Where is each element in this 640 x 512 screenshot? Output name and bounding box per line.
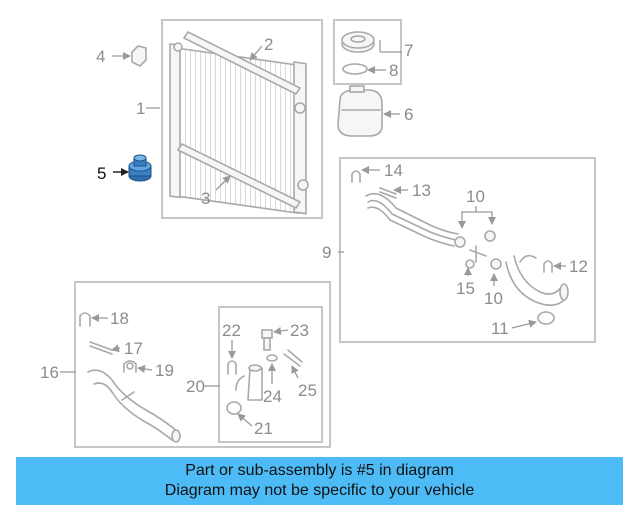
connector-pipe-part <box>235 364 263 401</box>
lower-hose-part <box>87 369 181 443</box>
callout-14: 14 <box>384 161 403 180</box>
callout-8: 8 <box>389 61 398 80</box>
clamp-part-17 <box>89 341 113 355</box>
banner-line-disclaimer: Diagram may not be specific to your vehi… <box>164 482 475 499</box>
callout-16: 16 <box>40 363 59 382</box>
callout-12: 12 <box>569 257 588 276</box>
seal-ring-part-8 <box>342 63 368 75</box>
lower-seal-strip-part <box>176 142 302 210</box>
callout-20: 20 <box>186 377 205 396</box>
callout-7: 7 <box>404 41 413 60</box>
callout-13: 13 <box>412 181 431 200</box>
callout-18: 18 <box>110 309 129 328</box>
seal-part-24 <box>266 354 278 362</box>
filler-cap-part <box>341 31 375 53</box>
banner-line-part-number: Part or sub-assembly is #5 in diagram <box>185 462 454 479</box>
callout-10-top: 10 <box>466 187 485 206</box>
rubber-bushing-part-5 <box>128 154 152 182</box>
clip-part-19 <box>123 360 137 373</box>
o-ring-part-11 <box>537 311 555 325</box>
info-banner: Part or sub-assembly is #5 in diagram Di… <box>16 457 623 505</box>
callout-17: 17 <box>124 339 143 358</box>
callout-4: 4 <box>96 47 105 66</box>
callout-2: 2 <box>264 35 273 54</box>
bracket-part-4 <box>131 45 147 67</box>
parts-diagram: 1 2 3 4 5 6 7 8 9 10 10 11 12 13 14 15 1… <box>40 19 596 448</box>
callout-22: 22 <box>222 321 241 340</box>
sensor-part-23 <box>261 329 273 351</box>
expansion-tank-part <box>337 85 383 137</box>
radiator-part <box>169 42 309 215</box>
t-fitting-part <box>454 230 502 270</box>
radiator-outlet-hose-part <box>505 254 569 306</box>
callout-23: 23 <box>290 321 309 340</box>
o-ring-part-21 <box>226 401 242 415</box>
upper-hose-part <box>365 192 459 247</box>
clamp-part-12 <box>543 260 553 273</box>
group-box-hoses <box>339 157 596 343</box>
callout-9: 9 <box>322 243 331 262</box>
group-box-connector <box>218 306 323 443</box>
callout-11: 11 <box>491 319 509 338</box>
clamp-part-14 <box>351 170 361 183</box>
group-box-radiator <box>161 19 323 219</box>
callout-10-bottom: 10 <box>484 289 503 308</box>
callout-19: 19 <box>155 361 174 380</box>
callout-1: 1 <box>136 99 145 118</box>
callout-15: 15 <box>456 279 475 298</box>
clamp-part-22 <box>227 360 237 375</box>
callout-5: 5 <box>97 164 106 183</box>
callout-25: 25 <box>298 381 317 400</box>
callout-21: 21 <box>254 419 273 438</box>
clamp-part-18 <box>79 312 91 327</box>
group-box-lower-hose <box>74 281 331 448</box>
clip-part-25 <box>283 349 303 367</box>
upper-seal-strip-part <box>182 30 302 96</box>
callout-6: 6 <box>404 105 413 124</box>
callout-24: 24 <box>263 387 282 406</box>
callout-3: 3 <box>201 189 210 208</box>
